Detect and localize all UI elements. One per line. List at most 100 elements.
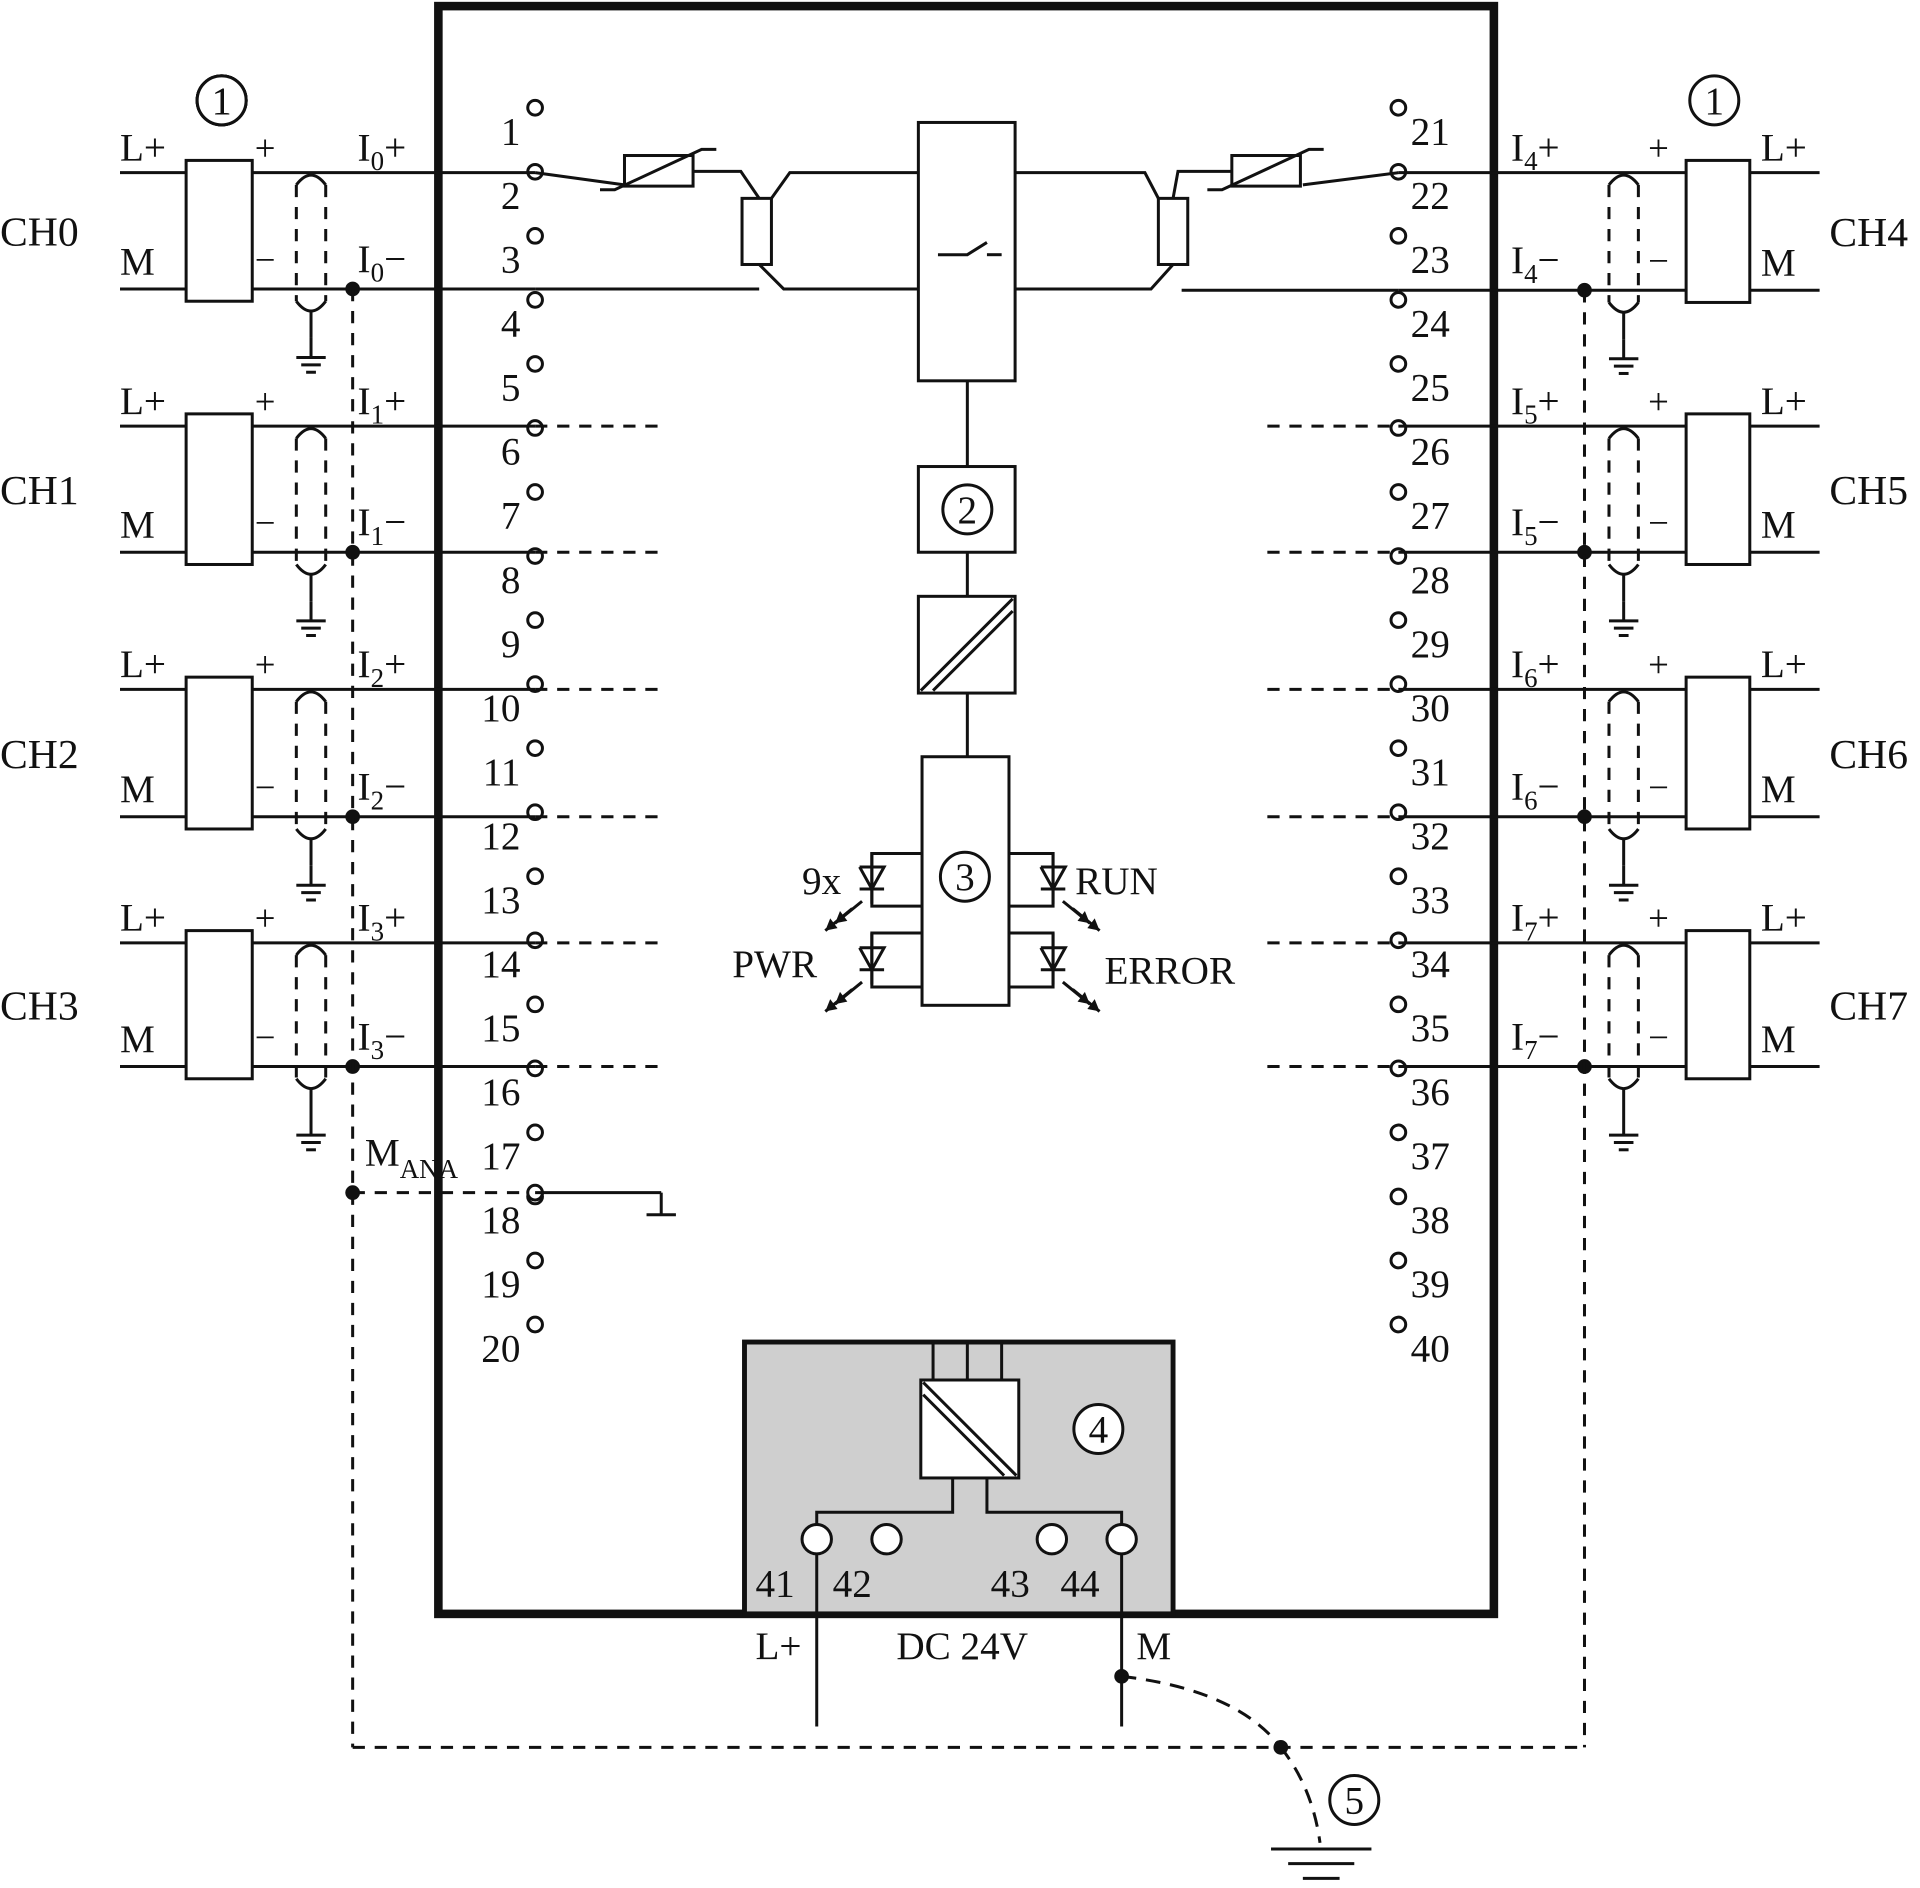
terminal-label-17: 17 <box>481 1135 520 1178</box>
terminal-39 <box>1389 1251 1408 1270</box>
led-9x-label: 9x <box>802 860 842 903</box>
ch1-iplus-label: I1+ <box>358 380 407 430</box>
ch5-iplus-label: I5+ <box>1511 380 1560 430</box>
terminal-label-14: 14 <box>481 943 520 986</box>
mana-label: MANA <box>365 1132 459 1184</box>
ch5-iminus-label-letter: I <box>1511 501 1524 544</box>
terminal-label-31: 31 <box>1411 751 1450 794</box>
ch0-iplus-label-index: 0 <box>371 146 384 176</box>
ch2-iplus-label: I2+ <box>358 643 407 693</box>
terminal-label-18: 18 <box>481 1199 520 1242</box>
ch7-iplus-label-letter: I <box>1511 897 1524 940</box>
terminal-label-35: 35 <box>1411 1007 1450 1050</box>
marker-3-ring <box>938 850 991 903</box>
ch4-lplus-label: L+ <box>1761 126 1807 169</box>
ch0-iplus-label-sign: + <box>384 126 406 169</box>
terminal-20 <box>526 1315 544 1334</box>
ch2-pol-minus: − <box>255 767 276 808</box>
terminal-9 <box>526 611 544 629</box>
terminal-label-34: 34 <box>1411 943 1450 986</box>
ch6-lplus-label: L+ <box>1761 643 1807 686</box>
ch4-iminus-label-letter: I <box>1511 239 1524 282</box>
terminal-7 <box>526 483 544 501</box>
ch1-minus-junction <box>345 544 361 560</box>
multiplexer-switch <box>937 241 988 257</box>
ch0-shield-bottom <box>295 300 327 313</box>
ch7-name: CH7 <box>1829 983 1908 1029</box>
ch3-name: CH3 <box>0 983 79 1029</box>
ch0-lplus-label: L+ <box>120 126 166 169</box>
supply-terminal-44 <box>1105 1522 1138 1556</box>
ch1-shield-top <box>295 427 327 440</box>
ch4-pol-minus: − <box>1648 240 1669 281</box>
terminal-label-39: 39 <box>1411 1263 1450 1306</box>
ch0-plus-to-mux <box>770 171 919 200</box>
terminal-21 <box>1389 98 1408 117</box>
ch3-iplus-label: I3+ <box>358 897 407 947</box>
marker-5-label: 5 <box>1344 1779 1364 1822</box>
ch6-iminus-label-index: 6 <box>1524 785 1537 815</box>
ch0-iminus-label-letter: I <box>358 238 371 281</box>
ch0-pol-minus: − <box>255 239 276 280</box>
terminal-label-26: 26 <box>1411 431 1450 474</box>
ch0-iminus-label-sign: − <box>384 238 406 281</box>
ch4-plus-to-mux <box>1015 171 1160 200</box>
terminal-17 <box>526 1123 544 1142</box>
ch1-iminus-label-index: 1 <box>371 521 384 551</box>
terminal-label-20: 20 <box>481 1327 520 1370</box>
ch4-shunt <box>1156 196 1190 266</box>
ch7-iplus-label-sign: + <box>1538 897 1560 940</box>
terminal-31 <box>1389 739 1408 758</box>
led-error-label: ERROR <box>1104 949 1235 992</box>
ch2-shield-bottom <box>295 828 327 841</box>
ch6-iminus-label: I6− <box>1511 766 1560 816</box>
ch4-transducer-box <box>1684 158 1752 304</box>
ch4-shield-top <box>1607 173 1640 186</box>
ch4-iplus-label-index: 4 <box>1524 146 1538 176</box>
supply-terminal-label-41: 41 <box>756 1563 795 1606</box>
led-pwr-icon-ray-head-1 <box>825 999 838 1012</box>
terminal-label-2: 2 <box>501 175 521 218</box>
led-run-label: RUN <box>1075 860 1158 903</box>
ch1-pol-plus: + <box>255 381 276 422</box>
ch2-pol-plus: + <box>255 644 276 685</box>
led-run-icon-ray-head-1 <box>1087 918 1100 931</box>
ch6-iplus-label-index: 6 <box>1524 663 1537 693</box>
ch6-name: CH6 <box>1829 732 1908 778</box>
marker-1-left-ring <box>195 74 248 127</box>
terminal-label-9: 9 <box>501 623 521 666</box>
ch6-shield-bottom <box>1607 828 1640 841</box>
ch4-lead-to-shunt <box>1171 169 1232 199</box>
marker-1-left-label: 1 <box>212 80 232 123</box>
ch4-iplus-label: I4+ <box>1511 126 1560 176</box>
terminal-1 <box>526 98 544 117</box>
ch7-iminus-label-sign: − <box>1538 1015 1560 1058</box>
ch1-iplus-label-letter: I <box>358 380 371 423</box>
ch5-iminus-label-index: 5 <box>1524 521 1537 551</box>
marker-1-left-label: 1 <box>212 80 232 123</box>
terminal-label-21: 21 <box>1411 110 1450 153</box>
terminal-label-37: 37 <box>1411 1135 1450 1178</box>
ch0-iminus-label: I0− <box>358 238 407 288</box>
ch3-iplus-label-index: 3 <box>371 916 384 946</box>
terminal-label-32: 32 <box>1411 815 1450 858</box>
terminal-13 <box>526 867 544 886</box>
supply-lplus-label: L+ <box>756 1625 802 1668</box>
ch7-pol-minus: − <box>1648 1016 1669 1057</box>
ch5-pol-minus: − <box>1648 502 1669 543</box>
terminal-16 <box>526 1059 544 1078</box>
ch3-pol-plus: + <box>255 898 276 939</box>
terminal-19 <box>526 1251 544 1270</box>
ch5-m-label: M <box>1761 504 1796 547</box>
terminal-14 <box>526 931 544 950</box>
ch7-transducer-box <box>1684 929 1752 1081</box>
marker-4-label: 4 <box>1089 1408 1109 1451</box>
marker-1-left-label: 1 <box>212 80 232 123</box>
ch1-name: CH1 <box>0 468 79 514</box>
ch7-shield-top <box>1607 943 1640 957</box>
ch2-m-label: M <box>120 768 155 811</box>
ch5-shield-bottom <box>1607 563 1640 576</box>
terminal-label-16: 16 <box>481 1071 520 1114</box>
